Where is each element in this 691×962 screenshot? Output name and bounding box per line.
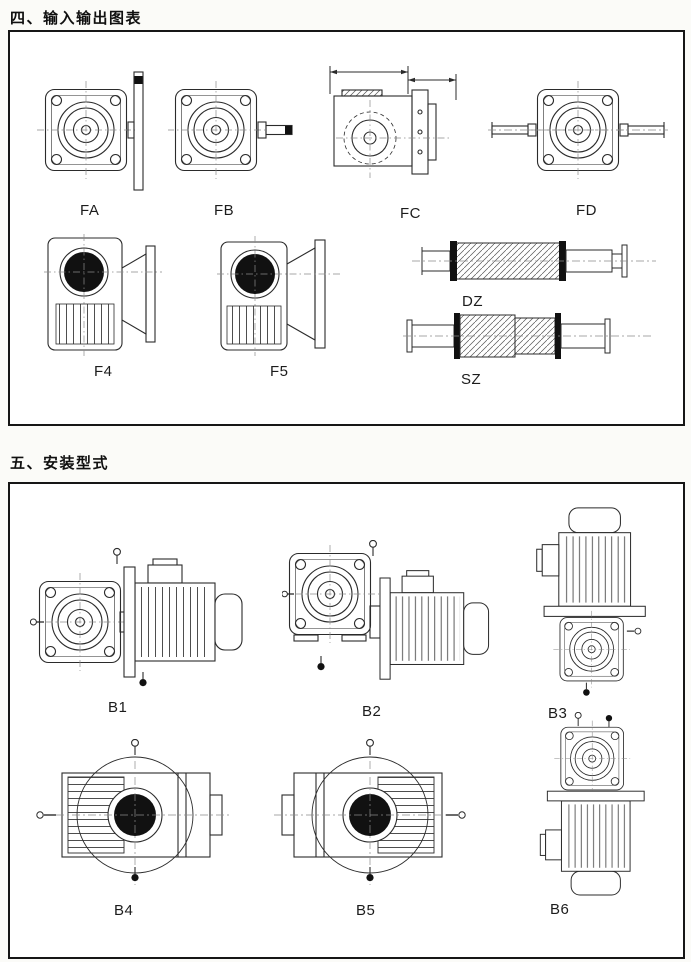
b4-drawing: [36, 739, 230, 885]
mounting-panel: B1 B2: [8, 482, 685, 959]
figure-b3: B3: [522, 506, 668, 722]
figure-b3-label: B3: [548, 705, 568, 722]
figure-f4: F4: [42, 228, 167, 380]
fa-drawing: [36, 71, 144, 191]
side-plug-icon: [446, 811, 466, 819]
drain-plug-icon: [365, 866, 375, 882]
f4-drawing: [44, 234, 162, 356]
drain-plug-icon: [605, 714, 613, 727]
fb-drawing: [168, 80, 293, 180]
motor-drawing: [536, 507, 646, 617]
figure-dz-label: DZ: [462, 293, 483, 310]
breather-plug-icon: [574, 712, 582, 727]
breather-plug-icon: [113, 547, 121, 565]
figure-fd-label: FD: [576, 202, 597, 219]
dimension-lines: [329, 66, 457, 100]
side-plug-icon: [626, 627, 642, 635]
centerlines: [44, 234, 162, 356]
figure-b6-label: B6: [550, 901, 570, 918]
section-mounting-title: 五、安装型式: [10, 452, 112, 476]
figure-b6: B6: [528, 712, 664, 918]
figure-b5: B5: [270, 739, 475, 919]
motor-drawing: [123, 558, 243, 678]
figure-fa-label: FA: [80, 202, 100, 219]
motor-drawing: [539, 790, 645, 896]
centerlines: [40, 745, 230, 885]
figure-b5-label: B5: [356, 902, 376, 919]
gearbox-front-view: [168, 80, 266, 180]
figure-b2-label: B2: [362, 703, 382, 720]
side-plug-icon: [36, 811, 56, 819]
fc-drawing: [329, 66, 457, 178]
gearbox-front-view: [552, 610, 631, 688]
b5-drawing: [274, 739, 466, 885]
gearbox-side-view: [220, 239, 326, 351]
figure-b2: B2: [282, 540, 494, 720]
gearbox-side-view: [47, 237, 156, 351]
figure-b1-label: B1: [108, 699, 128, 716]
b3-drawing: [536, 507, 646, 697]
b1-drawing: [30, 547, 243, 687]
figure-b1: B1: [30, 546, 262, 716]
figure-sz: SZ: [403, 304, 658, 388]
drain-plug-icon: [316, 655, 326, 671]
sz-drawing: [403, 313, 653, 359]
figure-fb-label: FB: [214, 202, 235, 219]
figure-f5: F5: [215, 228, 350, 380]
breather-plug-icon: [369, 540, 377, 557]
breather-plug-icon: [366, 739, 374, 756]
section-io-title: 四、输入输出图表: [10, 7, 146, 32]
input-flange: [127, 71, 144, 191]
figure-fd: FD: [488, 64, 668, 219]
gearbox-front-view: [282, 544, 380, 644]
figure-fb: FB: [168, 64, 298, 219]
b2-drawing: [282, 540, 490, 680]
drain-plug-icon: [138, 671, 148, 687]
figure-fc-label: FC: [400, 205, 421, 222]
section-io-title-text: 四、输入输出图表: [10, 7, 146, 32]
breather-plug-icon: [131, 739, 139, 756]
gearbox-side-section: [333, 89, 437, 175]
centerlines: [274, 745, 464, 885]
gearbox-front-view: [553, 720, 631, 797]
side-plug-icon: [30, 618, 44, 626]
section-mounting-title-text: 五、安装型式: [10, 455, 110, 472]
drain-plug-icon: [130, 866, 140, 882]
gearbox-front-view: [30, 572, 130, 672]
motor-drawing: [379, 570, 490, 680]
figure-fc: FC: [308, 60, 476, 222]
figure-fa: FA: [32, 64, 157, 219]
centerlines: [336, 100, 450, 178]
fd-drawing: [488, 80, 668, 180]
io-diagrams-panel: FA FB: [8, 30, 685, 426]
figure-f5-label: F5: [270, 363, 289, 380]
centerlines: [217, 236, 343, 356]
figure-b4-label: B4: [114, 902, 134, 919]
gearbox-front-view: [36, 80, 136, 180]
input-shaft: [257, 121, 293, 139]
figure-b4: B4: [32, 739, 237, 919]
b6-drawing: [539, 712, 645, 896]
figure-dz: DZ: [410, 232, 660, 310]
figure-sz-label: SZ: [461, 371, 482, 388]
mounting-feet: [293, 605, 381, 642]
dz-drawing: [412, 241, 656, 281]
side-plug-icon: [282, 590, 294, 598]
f5-drawing: [217, 236, 343, 356]
figure-f4-label: F4: [94, 363, 113, 380]
drain-plug-icon: [582, 682, 591, 697]
